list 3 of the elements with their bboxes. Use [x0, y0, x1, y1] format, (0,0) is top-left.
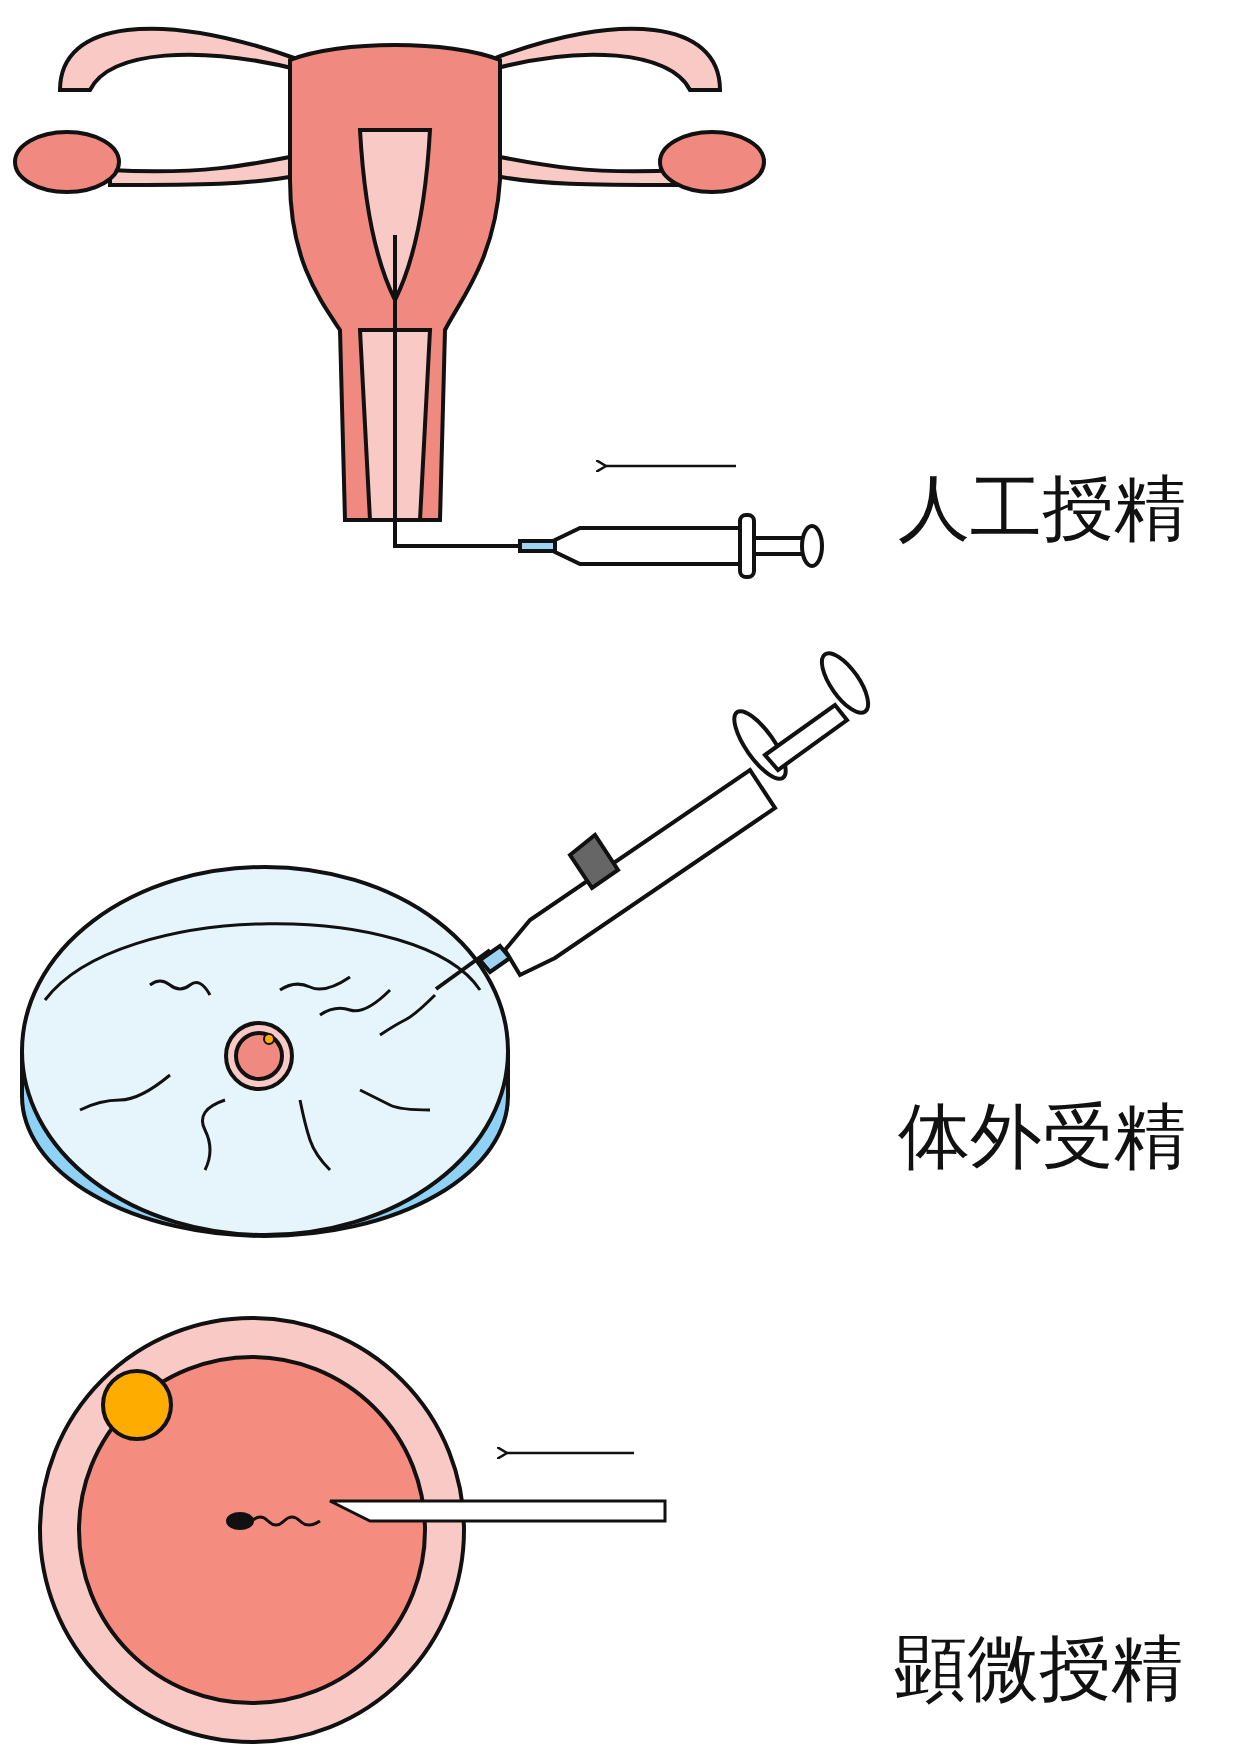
method-label: 顕微授精	[895, 1632, 1183, 1704]
method-label: 人工授精	[898, 472, 1186, 544]
method-label: 体外受精	[898, 1100, 1186, 1172]
